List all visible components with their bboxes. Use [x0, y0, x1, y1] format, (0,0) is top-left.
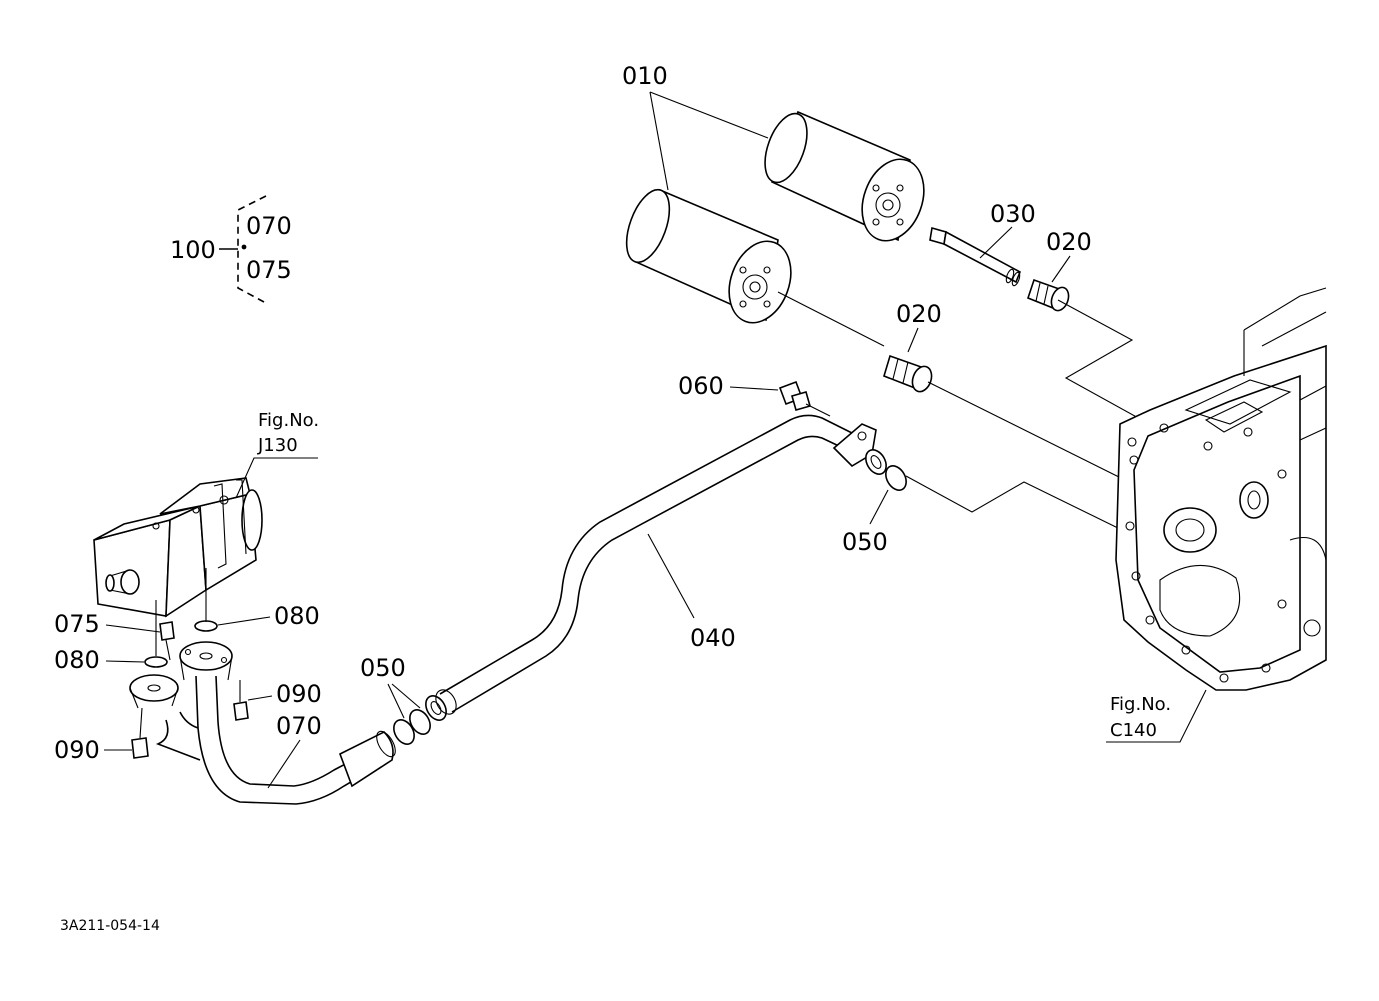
filter-cartridge-rear: [764, 110, 925, 242]
part-label-050-lower: 050: [360, 654, 406, 682]
assembly-item-070: 070: [246, 212, 292, 240]
centerline-lower: [927, 381, 1146, 491]
centerline-pipe: [905, 475, 1123, 531]
hydraulic-pump: [93, 477, 263, 618]
leader-040: [647, 533, 695, 619]
leader-010-b: [649, 91, 669, 191]
part-label-010: 010: [622, 62, 668, 90]
assembly-label-100: 100: [170, 236, 216, 264]
pipe-nipple-030: [929, 226, 1022, 287]
leader-010-a: [649, 91, 769, 139]
leader-j130: [235, 457, 318, 499]
fitting-020-upper: [1027, 278, 1070, 312]
part-label-020-lower: 020: [896, 300, 942, 328]
figref-j130-title[interactable]: Fig.No.: [258, 410, 319, 431]
part-label-090-left: 090: [54, 736, 100, 764]
leader-030: [979, 226, 1013, 259]
leader-c140: [1106, 689, 1207, 743]
part-label-080-right: 080: [274, 602, 320, 630]
leader-060: [729, 386, 779, 391]
leader-020-upper: [1051, 255, 1071, 283]
leader-050-lower-a: [387, 683, 405, 719]
fitting-020-lower: [883, 354, 933, 393]
bolt-090-left: [131, 707, 149, 759]
o-ring-050-upper: [885, 465, 907, 491]
part-label-040: 040: [690, 624, 736, 652]
bolt-075: [159, 621, 175, 661]
figref-j130-code[interactable]: J130: [257, 435, 298, 456]
o-ring-050-lower-a: [393, 719, 415, 745]
centerline-filter-front: [777, 291, 885, 347]
drawing-code: 3A211-054-14: [60, 918, 160, 934]
delivery-pipe-040: [425, 414, 887, 721]
part-label-080-left: 080: [54, 646, 100, 674]
suction-pipe-070: [129, 641, 396, 805]
leader-050-lower-b: [391, 683, 421, 709]
leader-050-upper: [869, 489, 889, 525]
part-label-030: 030: [990, 200, 1036, 228]
assembly-group-100: 100 070 075: [170, 195, 292, 303]
part-label-090-right: 090: [276, 680, 322, 708]
part-label-075: 075: [54, 610, 100, 638]
leader-080-right: [217, 616, 271, 626]
o-ring-080-right: [194, 620, 218, 632]
leader-070: [267, 739, 301, 789]
transmission-housing: [1115, 287, 1327, 691]
leader-020-lower: [907, 327, 919, 353]
bolt-060: [778, 380, 831, 417]
part-label-070: 070: [276, 712, 322, 740]
centerline-upper: [1057, 299, 1161, 431]
filter-cartridge-front: [625, 188, 792, 324]
figref-c140-code[interactable]: C140: [1110, 720, 1157, 741]
bolt-090-right: [233, 680, 249, 721]
o-ring-080-left: [144, 656, 168, 668]
leader-090-right: [247, 695, 273, 701]
part-label-050-upper: 050: [842, 528, 888, 556]
figref-c140-title[interactable]: Fig.No.: [1110, 694, 1171, 715]
leader-075: [105, 624, 161, 633]
o-ring-050-lower-b: [409, 709, 431, 735]
part-label-020-upper: 020: [1046, 228, 1092, 256]
leader-080-left: [105, 660, 145, 663]
part-label-060: 060: [678, 372, 724, 400]
assembly-item-075: 075: [246, 256, 292, 284]
